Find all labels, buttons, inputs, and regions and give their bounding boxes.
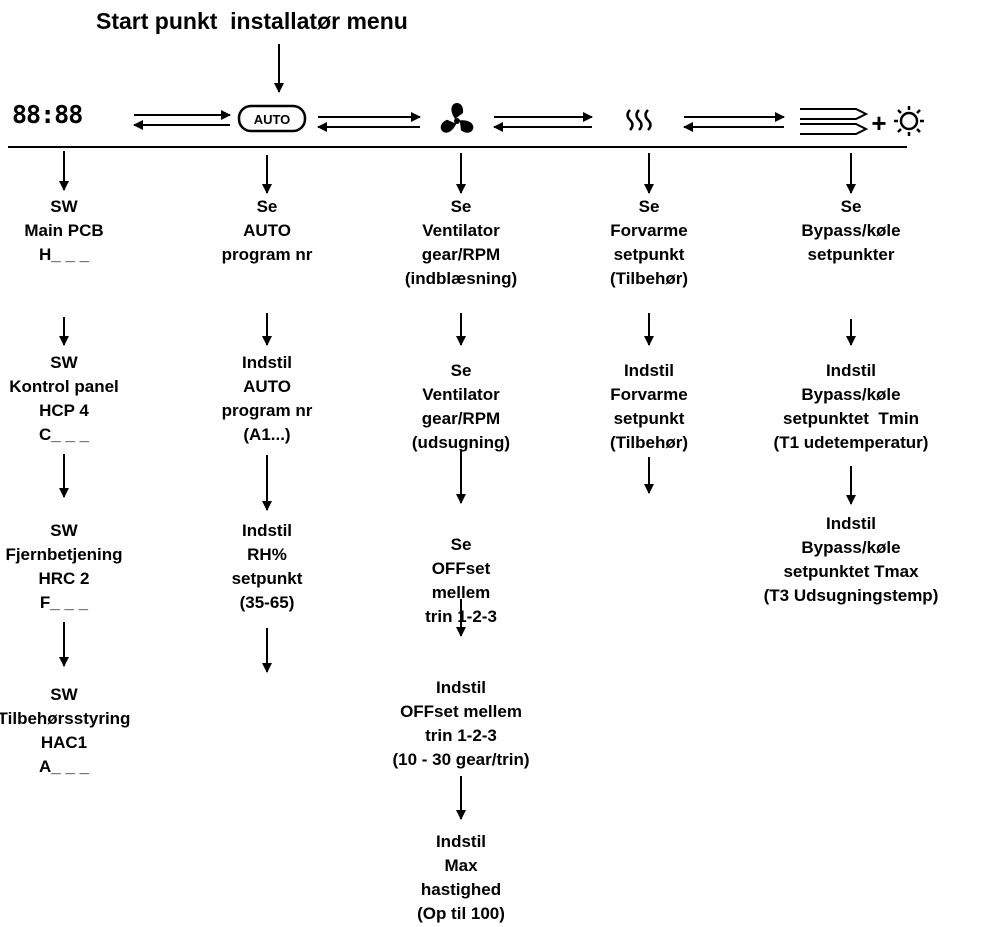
step-label-line: (Tilbehør) [609,269,689,288]
step-arrows [59,151,856,820]
step-label-line: RH% [247,545,287,564]
auto-mode-icon: AUTO [237,104,307,133]
step-label-line: Se [638,197,660,216]
step-label-line: HAC1 [40,733,88,752]
step-label-line: program nr [221,401,313,420]
step-label-line: (udsugning) [411,433,511,452]
step-label-line: program nr [221,245,313,264]
step-label-line: (Op til 100) [417,904,505,923]
step-label-line: (10 - 30 gear/trin) [392,750,530,769]
step-label-line: Se [256,197,278,216]
step-label-line: (T1 udetemperatur) [773,433,929,452]
step-label-line: C_ _ _ [38,425,90,444]
step-label-line: Bypass/køle [801,221,901,240]
step-label-line: Indstil [435,832,487,851]
step-label-line: Forvarme [610,385,688,404]
step-label-line: setpunkter [807,245,895,264]
step-label-line: F_ _ _ [39,593,89,612]
step-label-line: (indblæsning) [404,269,518,288]
step-label-line: A_ _ _ [38,757,90,776]
step-label-line: AUTO [243,221,291,240]
step-label-line: gear/RPM [421,245,501,264]
step-label-line: HRC 2 [38,569,90,588]
step-label-line: (T3 Udsugningstemp) [763,586,939,605]
step-label-line: OFFset [431,559,491,578]
step-label-line: Se [840,197,862,216]
nav-arrow-clock-auto [133,110,231,130]
step-label-line: Fjernbetjening [5,545,123,564]
step-label-line: hastighed [420,880,502,899]
step-label-line: Kontrol panel [9,377,119,396]
clock-display-icon: 88:88 [12,100,83,129]
step-label-line: Bypass/køle [801,538,901,557]
step-label-line: OFFset mellem [400,702,522,721]
step-label-line: Bypass/køle [801,385,901,404]
step-label-line: Max [444,856,478,875]
step-label-line: AUTO [243,377,291,396]
step-label-line: setpunkt [613,245,685,264]
nav-arrow-auto-fan [317,112,421,132]
step-label-line: HCP 4 [39,401,89,420]
step-label-sw-1: SW Main PCB H_ _ _ [24,195,103,267]
svg-text:+: + [871,108,886,138]
step-label-line: (A1...) [243,425,291,444]
step-label-line: Se [450,197,472,216]
heating-icon [626,109,652,131]
step-label-line: Tilbehørsstyring [0,709,131,728]
step-label-line: mellem [431,583,491,602]
step-label-line: setpunktet Tmax [783,562,919,581]
step-label-line: Indstil [435,678,487,697]
step-label-line: SW [50,197,78,216]
step-label-line: Ventilator [422,385,500,404]
step-label-line: Indstil [241,353,293,372]
step-label-line: trin 1-2-3 [425,607,497,626]
step-label-line: Indstil [241,521,293,540]
diagram-title: Start punkt installatør menu [96,8,408,34]
step-label-line: trin 1-2-3 [425,726,497,745]
step-label-line: Se [450,535,472,554]
step-label-line: (35-65) [239,593,295,612]
step-label-line: setpunkt [231,569,303,588]
step-label-line: setpunktet Tmin [782,409,920,428]
svg-text:AUTO: AUTO [254,112,291,127]
step-label-line: Se [450,361,472,380]
step-label-line: Indstil [825,514,877,533]
fan-icon [440,102,474,133]
bypass-cooling-icon: + [800,106,924,138]
step-label-line: (Tilbehør) [609,433,689,452]
step-label-line: Indstil [623,361,675,380]
nav-arrow-fan-heat [493,112,593,132]
step-label-line: gear/RPM [421,409,501,428]
step-label-line: Forvarme [610,221,688,240]
step-label-line: SW [50,521,78,540]
step-label-line: Main PCB [24,221,104,240]
step-label-line: SW [50,353,78,372]
step-label-line: H_ _ _ [38,245,90,264]
step-label-line: Ventilator [422,221,500,240]
step-label-line: setpunkt [613,409,685,428]
nav-arrow-heat-bypass [683,112,785,132]
step-label-line: SW [50,685,78,704]
step-label-line: Indstil [825,361,877,380]
